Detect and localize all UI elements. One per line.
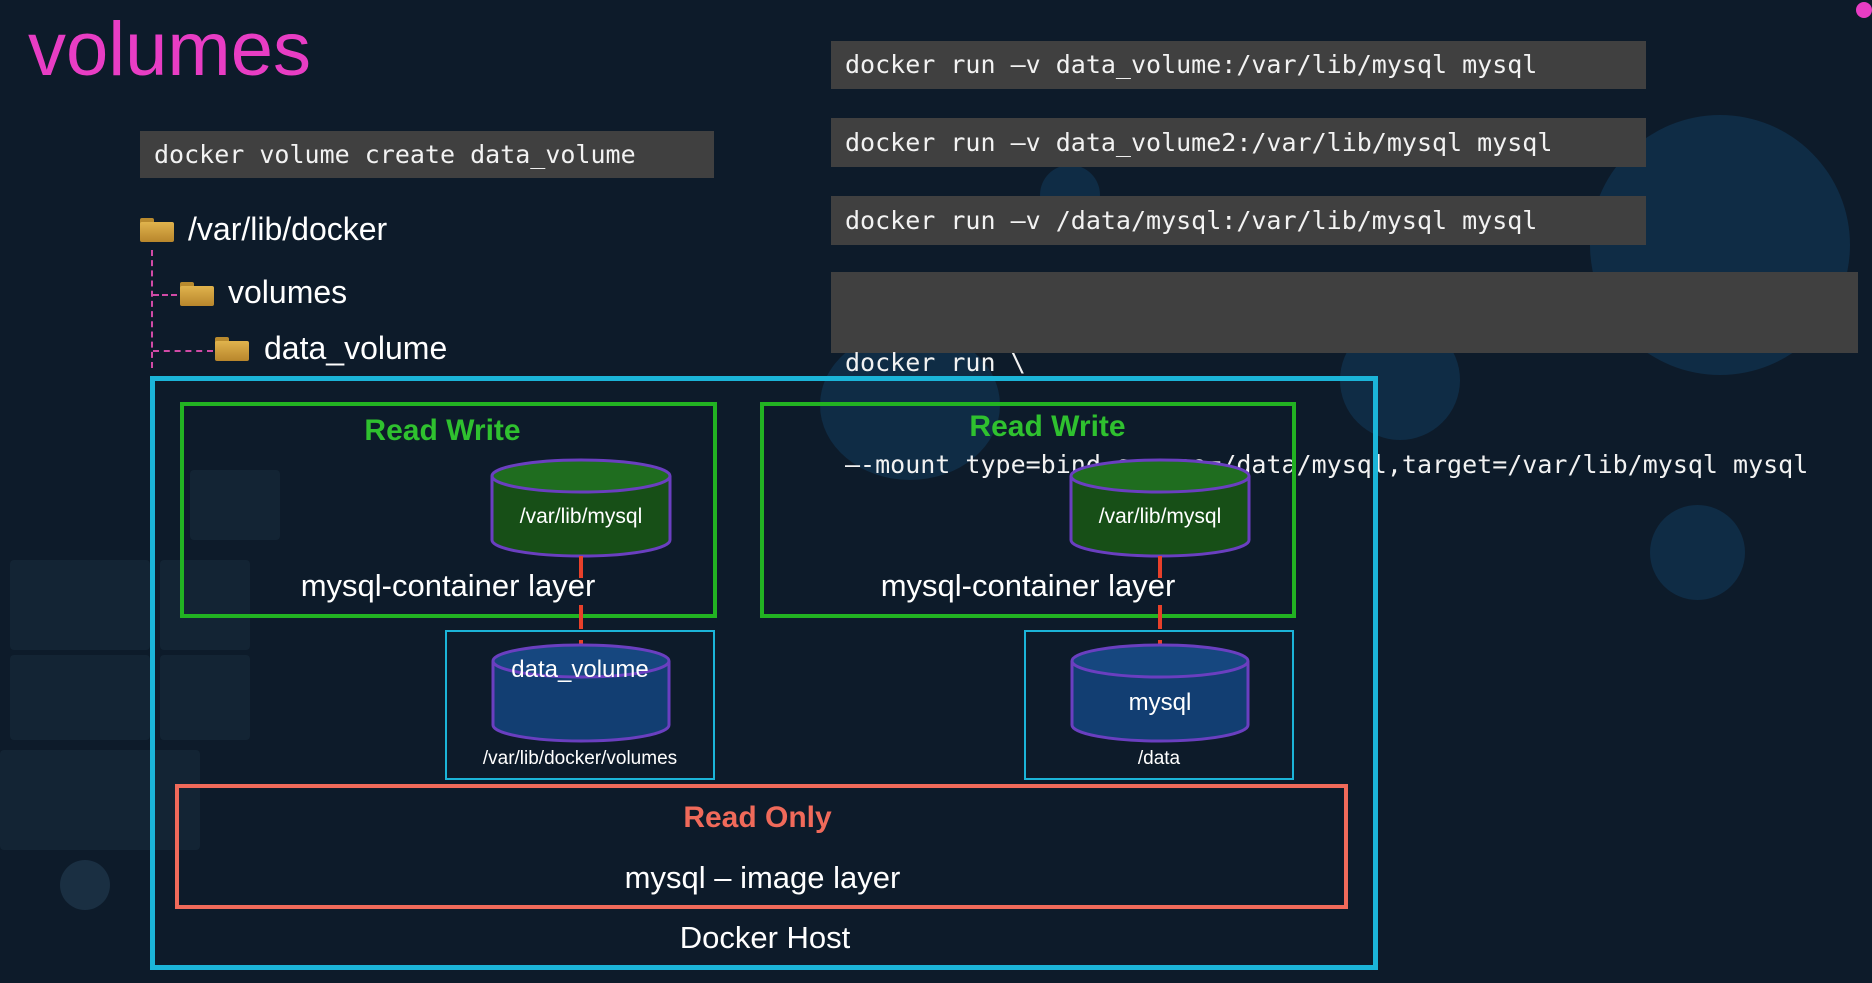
- left-volume-path: /var/lib/docker/volumes: [482, 748, 678, 769]
- left-mount-connector: [579, 556, 583, 578]
- volume-create-command: docker volume create data_volume: [140, 131, 714, 178]
- tree-connector: [151, 250, 153, 368]
- right-volume-path: /data: [1137, 748, 1181, 769]
- run-command-4-line1: docker run \: [845, 348, 1026, 377]
- tree-child-label: volumes: [228, 274, 348, 310]
- run-command-3: docker run –v /data/mysql:/var/lib/mysql…: [831, 196, 1646, 245]
- tree-root-label: /var/lib/docker: [188, 211, 388, 247]
- background-shelf: [10, 560, 150, 650]
- left-container-cylinder: [490, 458, 672, 558]
- read-only-box: [175, 784, 1348, 909]
- accent-dot: [1856, 2, 1872, 18]
- folder-icon: [215, 337, 249, 361]
- right-volume-cylinder-label: mysql: [1128, 689, 1192, 716]
- background-shelf: [190, 470, 280, 540]
- run-command-1: docker run –v data_volume:/var/lib/mysql…: [831, 41, 1646, 89]
- right-container-cylinder: [1069, 458, 1251, 558]
- background-bubble: [1650, 505, 1745, 600]
- right-container-cylinder-label: /var/lib/mysql: [1098, 505, 1222, 528]
- page-title: volumes: [28, 7, 311, 92]
- left-container-cylinder-label: /var/lib/mysql: [519, 505, 643, 528]
- folder-icon: [180, 282, 214, 306]
- background-shelf: [160, 560, 250, 650]
- background-bubble: [60, 860, 110, 910]
- read-only-label: Read Only: [683, 801, 832, 834]
- left-container-layer-label: mysql-container layer: [300, 568, 596, 603]
- right-read-write-label: Read Write: [969, 410, 1126, 443]
- run-command-2: docker run –v data_volume2:/var/lib/mysq…: [831, 118, 1646, 167]
- left-mount-connector: [579, 605, 583, 629]
- image-layer-label: mysql – image layer: [624, 860, 901, 895]
- right-mount-connector: [1158, 605, 1162, 629]
- background-shelf: [0, 750, 200, 850]
- background-shelf: [10, 655, 150, 740]
- left-volume-cylinder: [491, 643, 671, 743]
- left-volume-cylinder-label: data_volume: [511, 656, 649, 683]
- right-volume-box: [1024, 630, 1294, 780]
- tree-connector: [153, 350, 213, 352]
- tree-connector: [153, 294, 177, 296]
- background-shelf: [160, 655, 250, 740]
- docker-host-box: [150, 376, 1378, 970]
- folder-icon: [140, 218, 174, 242]
- left-read-write-label: Read Write: [364, 414, 521, 447]
- right-container-layer-label: mysql-container layer: [880, 568, 1176, 603]
- run-command-4: docker run \ –-mount type=bind,source=/d…: [831, 272, 1858, 479]
- right-volume-cylinder: [1070, 643, 1250, 743]
- right-mount-connector: [1158, 556, 1162, 578]
- right-read-write-box: [760, 402, 1296, 618]
- left-volume-box: [445, 630, 715, 780]
- docker-host-label: Docker Host: [679, 920, 851, 955]
- tree-grandchild-label: data_volume: [264, 330, 448, 366]
- left-read-write-box: [180, 402, 717, 618]
